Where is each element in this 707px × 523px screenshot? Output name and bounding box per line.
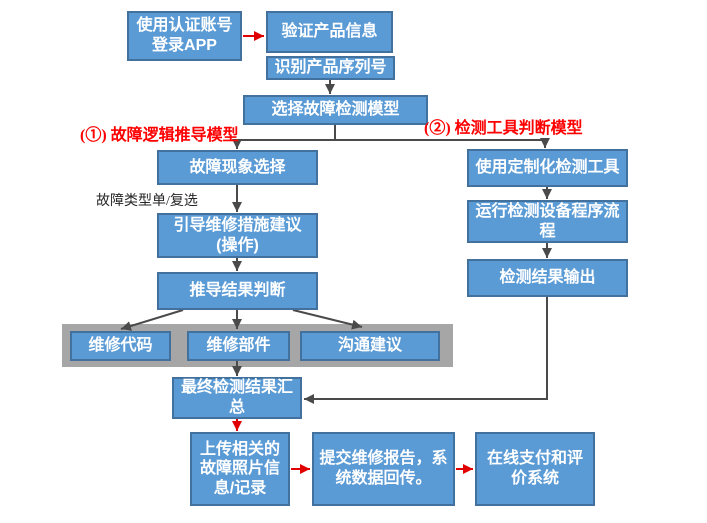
connector-model-split-left [237,125,336,141]
node-deduction-result-judgment: 推导结果判断 [157,272,318,310]
node-communication-suggestion: 沟通建议 [300,331,440,361]
node-login-app: 使用认证账号 登录APP [127,11,242,61]
node-detection-result-output: 检测结果输出 [467,259,628,297]
node-verify-product-info: 验证产品信息 [266,11,393,53]
node-submit-repair-report: 提交维修报告，系 统数据回传。 [312,432,455,506]
node-customized-detection-tool: 使用定制化检测工具 [467,149,628,187]
node-run-detection-program: 运行检测设备程序流 程 [467,200,628,243]
node-repair-parts: 维修部件 [187,331,290,361]
node-fault-phenomenon-selection: 故障现象选择 [157,150,318,185]
node-select-detection-model: 选择故障检测模型 [243,95,428,125]
branch2-label: (②) 检测工具判断模型 [424,120,583,137]
node-repair-code: 维修代码 [70,331,171,361]
node-upload-fault-photos: 上传相关的 故障照片信 息/记录 [190,432,290,506]
branch1-label: (①) 故障逻辑推导模型 [80,127,239,144]
node-online-payment-rating: 在线支付和评 价系统 [475,432,595,506]
fault-type-note: 故障类型单/复选 [96,194,198,209]
node-identify-serial-number: 识别产品序列号 [266,56,395,80]
node-guided-repair-suggestion: 引导维修措施建议 (操作) [157,213,318,258]
node-final-result-summary: 最终检测结果汇 总 [172,377,302,419]
